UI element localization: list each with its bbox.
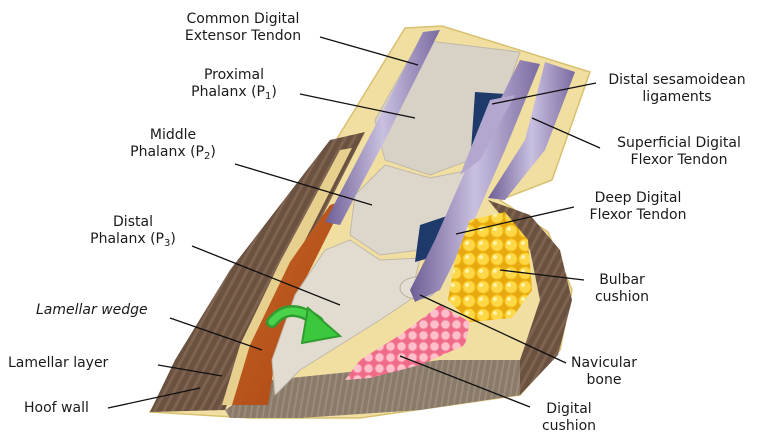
label-subscript: 1	[265, 91, 271, 102]
label-proximal-phalanx: Proximal Phalanx (P1)	[170, 67, 298, 102]
label-line: ligaments	[598, 89, 756, 106]
label-line: bone	[558, 372, 650, 389]
label-line: Deep Digital	[572, 190, 704, 207]
label-text: Phalanx (P	[191, 84, 265, 100]
label-line: Digital	[528, 401, 610, 418]
label-line: Phalanx (P3)	[74, 231, 192, 249]
label-line: Distal	[74, 214, 192, 231]
label-lamellar-layer: Lamellar layer	[8, 355, 108, 372]
label-distal-phalanx: Distal Phalanx (P3)	[74, 214, 192, 249]
label-line: Superficial Digital	[600, 135, 758, 152]
label-line: Extensor Tendon	[168, 28, 318, 45]
label-line: cushion	[580, 289, 664, 306]
label-line: Flexor Tendon	[572, 207, 704, 224]
label-navicular-bone: Navicular bone	[558, 355, 650, 389]
label-line: Proximal	[170, 67, 298, 84]
label-subscript: 3	[164, 238, 170, 249]
label-middle-phalanx: Middle Phalanx (P2)	[114, 127, 232, 162]
label-line: Bulbar	[580, 272, 664, 289]
label-superficial-flexor: Superficial Digital Flexor Tendon	[600, 135, 758, 169]
label-line: Flexor Tendon	[600, 152, 758, 169]
label-common-digital-extensor: Common Digital Extensor Tendon	[168, 11, 318, 45]
label-line: cushion	[528, 418, 610, 435]
label-line: Common Digital	[168, 11, 318, 28]
label-line: Navicular	[558, 355, 650, 372]
label-text: Phalanx (P	[90, 231, 164, 247]
label-line: Middle	[114, 127, 232, 144]
label-subscript: 2	[204, 151, 210, 162]
label-lamellar-wedge: Lamellar wedge	[36, 302, 148, 319]
label-line: Distal sesamoidean	[598, 72, 756, 89]
label-text: Phalanx (P	[130, 144, 204, 160]
label-bulbar-cushion: Bulbar cushion	[580, 272, 664, 306]
label-deep-flexor: Deep Digital Flexor Tendon	[572, 190, 704, 224]
label-hoof-wall: Hoof wall	[24, 400, 89, 417]
label-digital-cushion: Digital cushion	[528, 401, 610, 435]
label-line: Phalanx (P2)	[114, 144, 232, 162]
label-distal-sesamoidean: Distal sesamoidean ligaments	[598, 72, 756, 106]
label-line: Phalanx (P1)	[170, 84, 298, 102]
